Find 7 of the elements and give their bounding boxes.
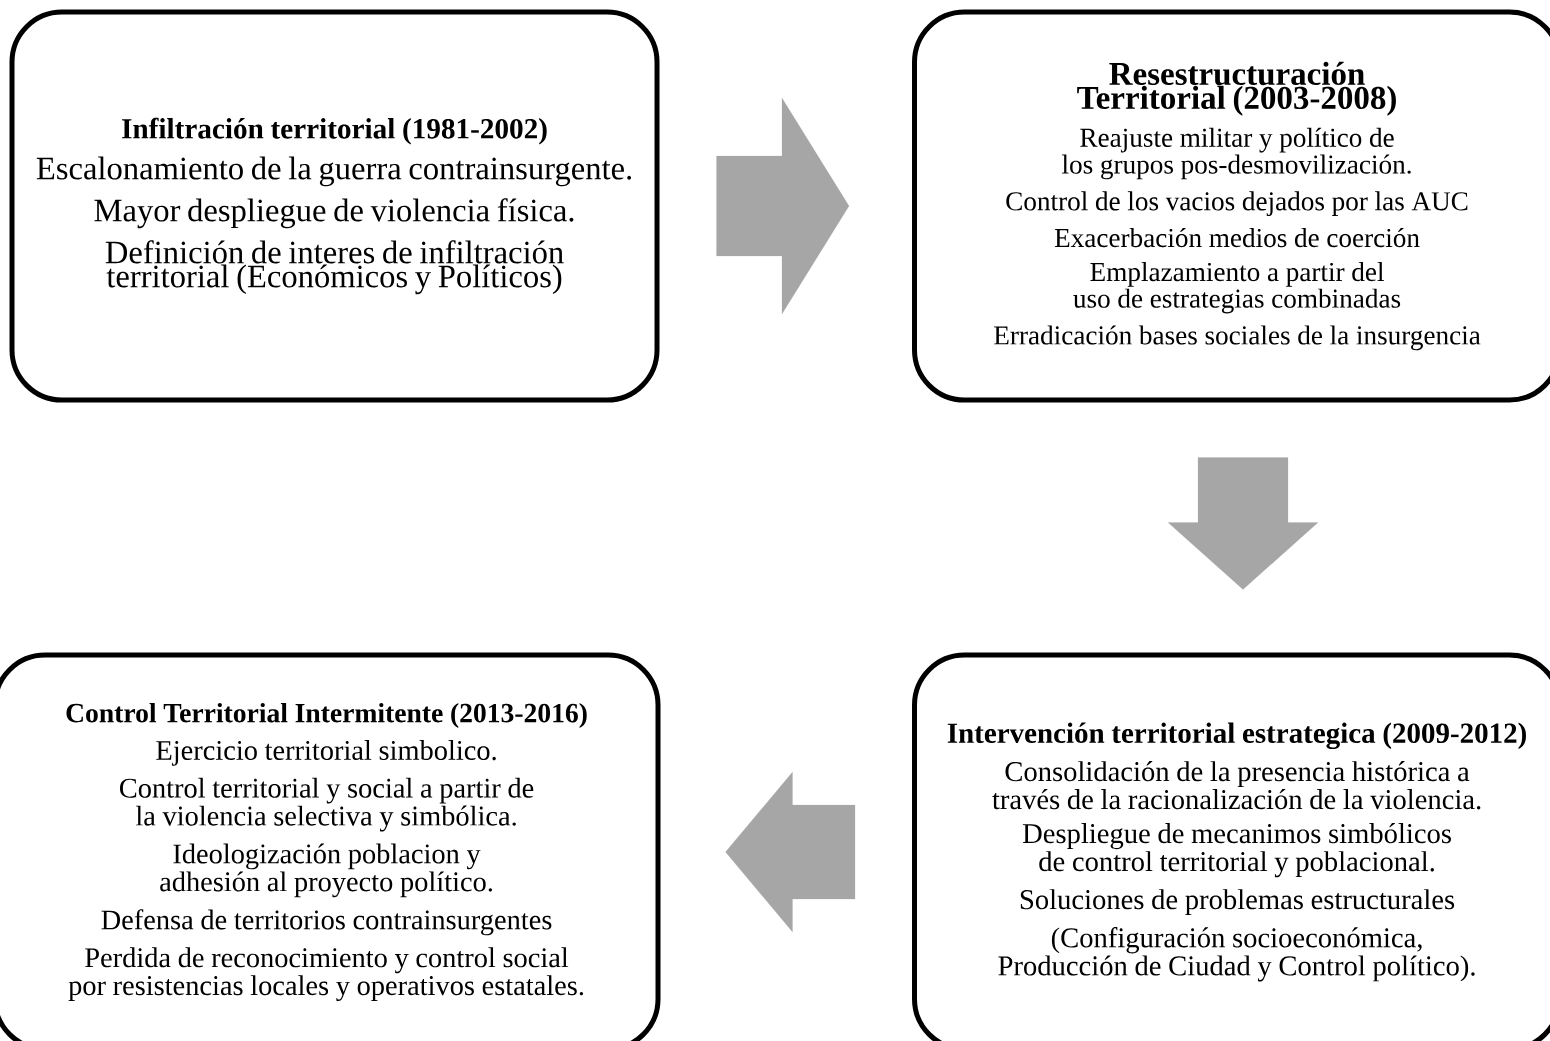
- block-arrow: [1167, 457, 1319, 590]
- process-box: Resestructuración Territorial (2003-2008) Reajuste militar y político de los grupos pos-desmovilización. Control de los vacios dejados por las AUC Exacerbación medios de coerción Emplazamiento a partir del uso de estrategias combinadas Erradicación bases sociales de la insurgencia: [912, 9, 1550, 403]
- block-arrow: [716, 97, 850, 315]
- block-arrow: [725, 771, 856, 933]
- process-box: Intervención territorial estrategica (2009-2012) Consolidación de la presencia histórica a través de la racionalización de la violencia. Despliegue de mecanimos simbólicos de control territorial y poblacional. Soluciones de problemas estructurales (Configuración socioeconómica, Producción de Ciudad y Control político).: [912, 652, 1550, 1041]
- process-box: Control Territorial Intermitente (2013-2016) Ejercicio territorial simbolico. Control territorial y social a partir de la violencia selectiva y simbólica. Ideologización poblacion y adhesión al proyecto político. Defensa de territorios contrainsurgentes Perdida de reconocimiento y control social por resistencias locales y operativos estatales.: [0, 652, 661, 1041]
- process-box: Infiltración territorial (1981-2002) Escalonamiento de la guerra contrainsurgente. Mayor despliegue de violencia física. Definición de interes de infiltración territorial (Económicos y Políticos): [9, 9, 660, 403]
